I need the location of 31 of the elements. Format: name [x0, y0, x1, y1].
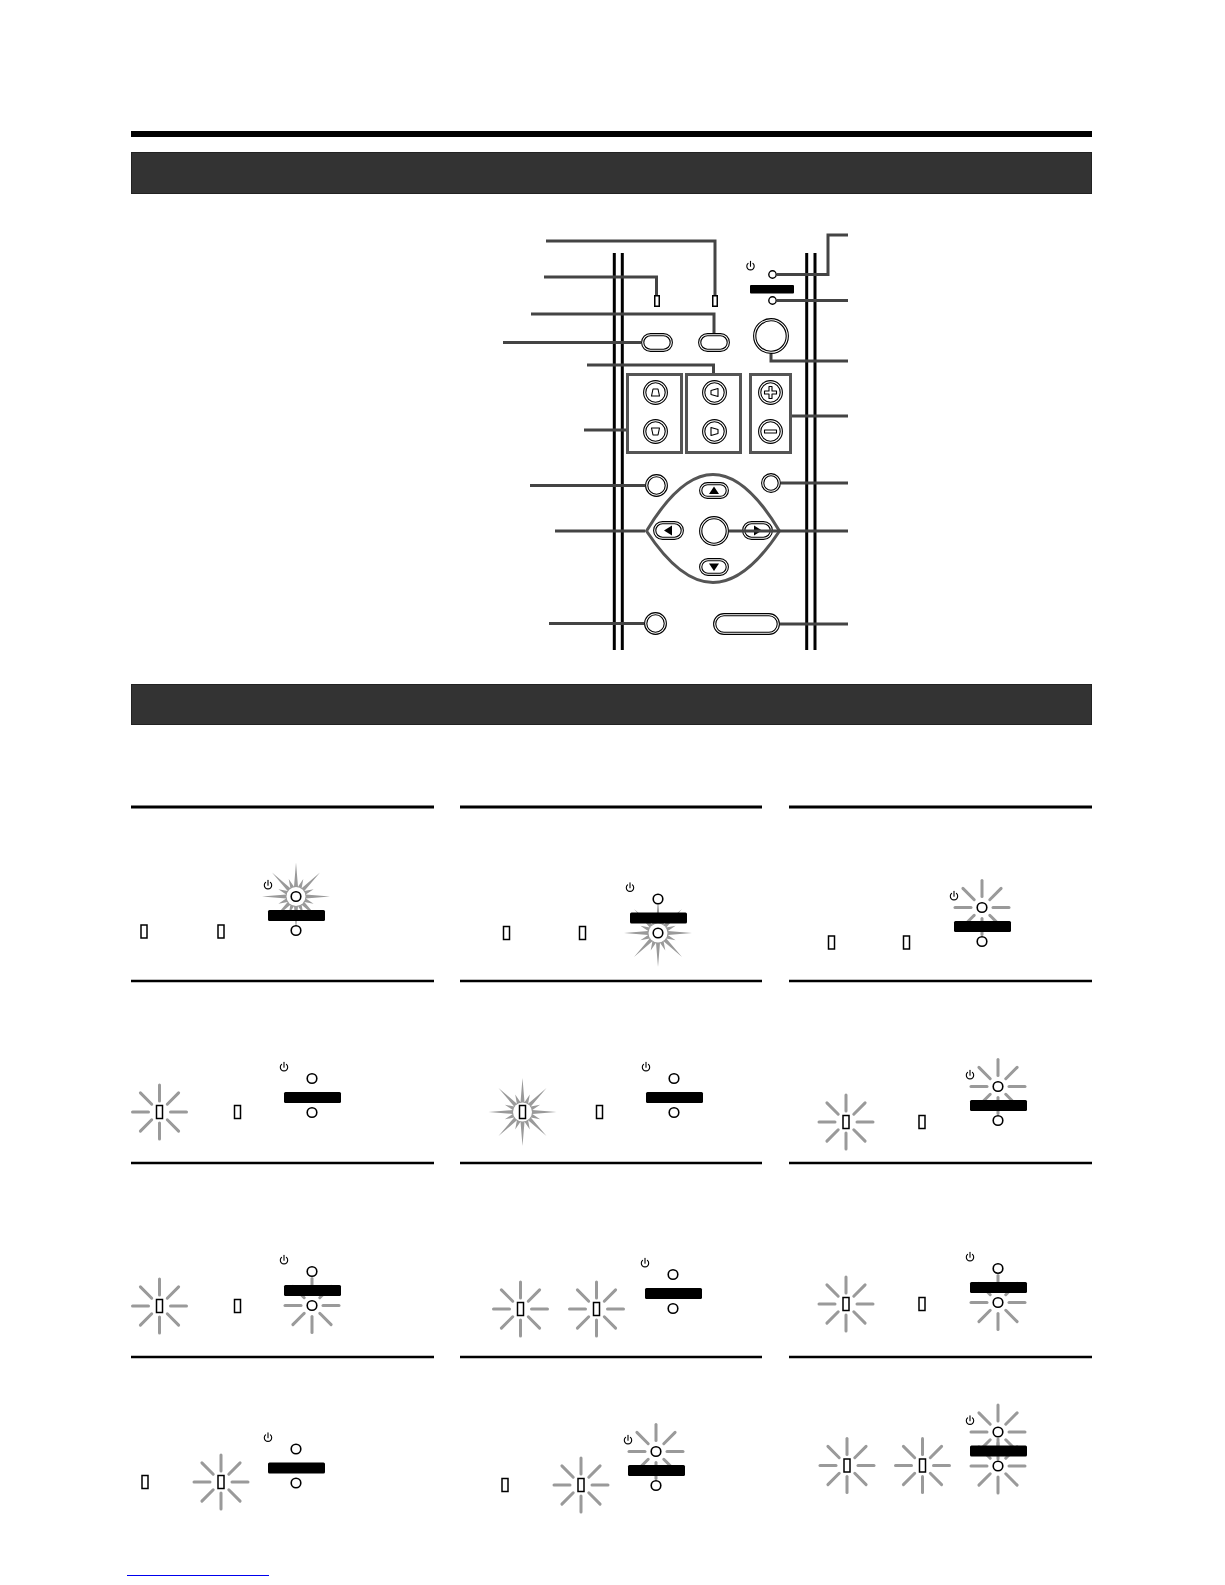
oval-button [698, 333, 730, 352]
leader-line [777, 299, 848, 302]
indicator-lamp [653, 295, 660, 307]
round-button [699, 516, 729, 546]
indicator-lamp [712, 295, 718, 307]
button-group-frame [749, 373, 792, 454]
leader-line [781, 481, 848, 485]
round-button [761, 473, 781, 493]
leader-line [555, 529, 645, 533]
round-button [753, 318, 789, 354]
leader-line [549, 622, 644, 625]
leader-line [769, 354, 848, 363]
leader-line [531, 312, 716, 333]
leader-line [530, 484, 645, 487]
leader-line [587, 363, 715, 373]
button-group-frame [626, 373, 683, 454]
leader-line [584, 428, 626, 432]
round-button [645, 474, 668, 497]
leader-line [792, 414, 848, 418]
leader-line [546, 239, 717, 295]
leader-line [780, 622, 848, 626]
oval-button [641, 333, 673, 352]
leader-line [503, 341, 641, 344]
indicator-led [768, 270, 777, 279]
round-button [644, 612, 667, 635]
direction-pad [645, 473, 781, 584]
leader-line [777, 233, 848, 276]
leader-line [544, 275, 658, 295]
indicator-led [768, 296, 777, 305]
button-group-frame [685, 373, 742, 454]
oval-button [713, 613, 780, 635]
